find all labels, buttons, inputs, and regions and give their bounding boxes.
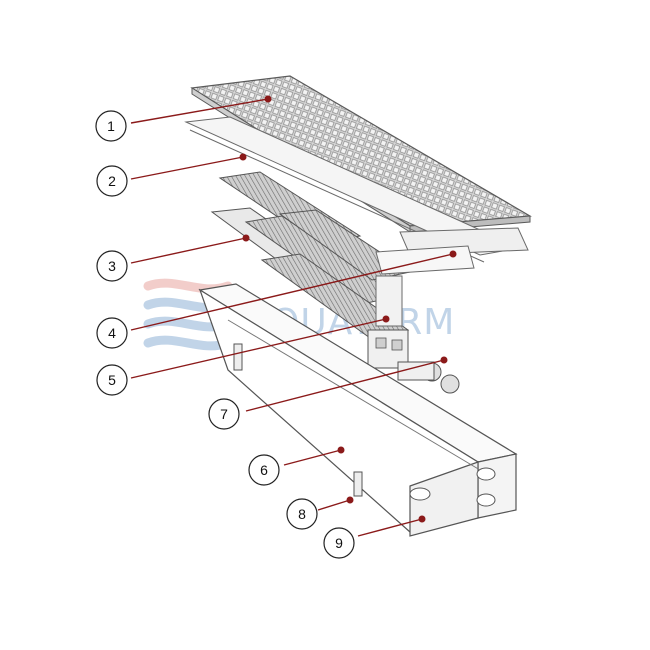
trough-housing-part xyxy=(198,283,518,537)
callout-5-number: 5 xyxy=(108,372,116,388)
callout-3: 3 xyxy=(96,234,250,282)
callout-8: 8 xyxy=(286,496,354,530)
callout-3-number: 3 xyxy=(108,258,116,274)
callout-9: 9 xyxy=(323,515,426,559)
frame-profile-part xyxy=(184,116,529,263)
callout-2-number: 2 xyxy=(108,173,116,189)
callout-2: 2 xyxy=(96,153,247,197)
callout-1-number: 1 xyxy=(107,118,115,134)
callout-6: 6 xyxy=(248,446,345,486)
callout-6-number: 6 xyxy=(260,462,268,478)
callout-4-number: 4 xyxy=(108,325,116,341)
callout-9-number: 9 xyxy=(335,535,343,551)
callout-4: 4 xyxy=(96,250,457,349)
callout-8-number: 8 xyxy=(298,506,306,522)
callout-7: 7 xyxy=(208,356,448,430)
callout-7-number: 7 xyxy=(220,406,228,422)
callout-5: 5 xyxy=(96,315,390,396)
callout-1: 1 xyxy=(95,95,272,142)
